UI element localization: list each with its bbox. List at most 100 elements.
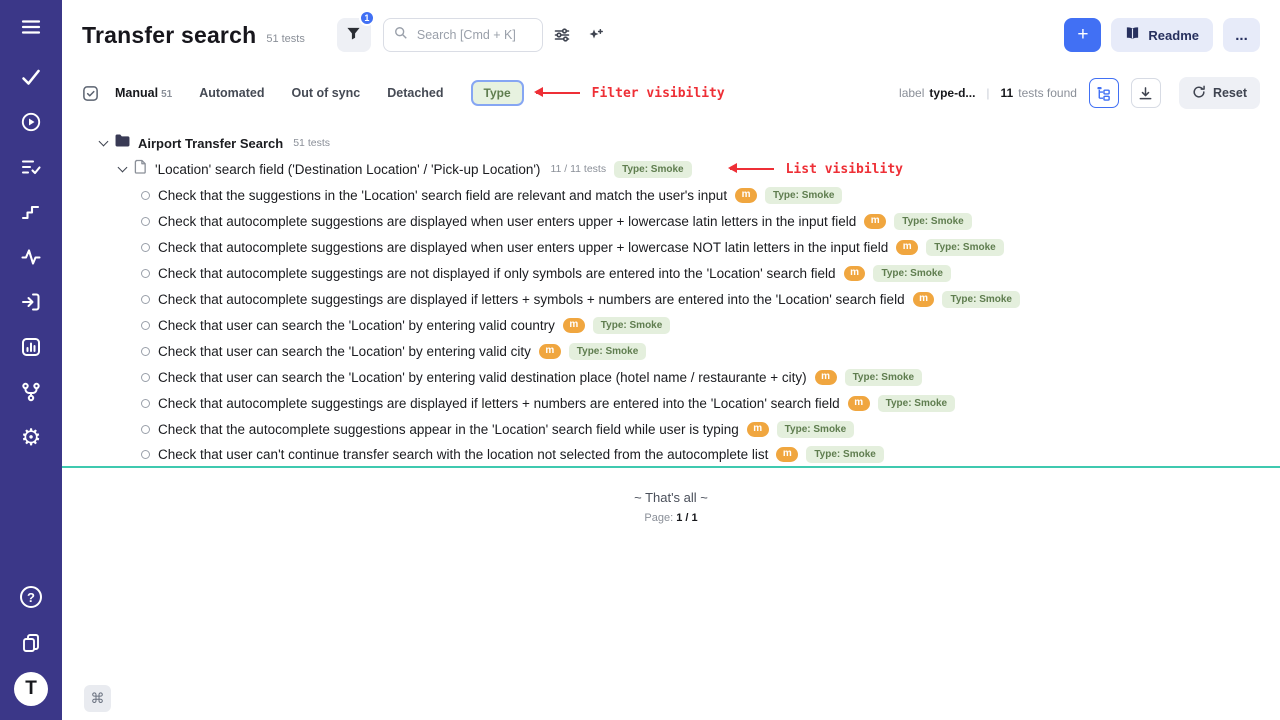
suite-row[interactable]: 'Location' search field ('Destination Lo… [62,156,1280,182]
test-row[interactable]: Check that autocomplete suggestings are … [62,390,1280,416]
test-title[interactable]: Check that the suggestions in the 'Locat… [158,187,728,203]
funnel-icon [346,26,361,44]
test-title[interactable]: Check that autocomplete suggestings are … [158,265,836,281]
test-row[interactable]: Check that user can search the 'Location… [62,364,1280,390]
folder-icon [115,134,130,152]
create-test-button[interactable]: + [1064,18,1102,52]
filter-visibility-annotation: Filter visibility [533,85,725,101]
download-icon[interactable] [1130,78,1161,108]
red-left-arrow-icon [533,88,580,97]
search-input[interactable] [414,27,532,43]
test-row[interactable]: Check that autocomplete suggestings are … [62,260,1280,286]
manual-badge: m [864,213,887,229]
activity-icon[interactable] [14,240,48,274]
test-title[interactable]: Check that user can't continue transfer … [158,446,769,462]
reset-refresh-icon [1192,85,1206,102]
readme-button[interactable]: Readme [1111,18,1213,52]
type-smoke-chip: Type: Smoke [873,264,951,282]
test-row[interactable]: Check that user can search the 'Location… [62,338,1280,364]
view-settings-sliders-icon[interactable] [547,20,577,50]
test-title[interactable]: Check that autocomplete suggestings are … [158,395,840,411]
manual-badge: m [814,369,837,385]
type-smoke-chip: Type: Smoke [926,238,1004,256]
command-icon: ⌘ [90,690,105,706]
test-title[interactable]: Check that user can search the 'Location… [158,317,555,333]
test-plans-list-icon[interactable] [14,150,48,184]
reset-filters-button[interactable]: Reset [1178,77,1260,109]
topbar-actions: + Readme ... [1064,18,1260,52]
more-options-button[interactable]: ... [1223,18,1260,52]
ai-sparkles-icon[interactable] [581,20,611,50]
test-title[interactable]: Check that user can search the 'Location… [158,369,807,385]
test-status-icon [141,424,150,434]
test-runs-play-icon[interactable] [14,105,48,139]
label-filter-value: type-d... [929,86,976,100]
test-status-icon [141,320,150,330]
filter-count-badge: 1 [358,10,375,26]
toolbar-right: label type-d... | 11 tests found Reset [899,77,1260,109]
workspace-logo[interactable]: T [14,672,48,706]
tab-detached[interactable]: Detached [387,86,443,100]
test-row[interactable]: Check that the autocomplete suggestions … [62,416,1280,442]
folder-name[interactable]: Airport Transfer Search [138,135,284,151]
test-cases-check-icon[interactable] [14,60,48,94]
tab-manual-label: Manual [115,86,159,100]
test-title[interactable]: Check that the autocomplete suggestions … [158,421,739,437]
tab-out-of-sync[interactable]: Out of sync [291,86,360,100]
chevron-down-icon[interactable] [117,162,128,172]
docs-copy-icon[interactable] [14,626,48,660]
test-title[interactable]: Check that user can search the 'Location… [158,343,531,359]
suite-tests-ratio: 11 / 11 tests [550,163,607,175]
manual-badge: m [896,239,919,255]
test-title[interactable]: Check that autocomplete suggestions are … [158,213,857,229]
menu-icon[interactable] [14,10,48,44]
test-row[interactable]: Check that user can search the 'Location… [62,312,1280,338]
manual-badge: m [843,265,866,281]
reports-icon[interactable] [14,330,48,364]
page-title: Transfer search [82,21,257,48]
page-value: 1 / 1 [676,512,698,524]
test-title[interactable]: Check that autocomplete suggestings are … [158,291,905,307]
main-area: Transfer search 51 tests 1 [62,0,1280,720]
import-export-icon[interactable] [14,285,48,319]
type-smoke-chip: Type: Smoke [894,212,972,230]
test-row[interactable]: Check that user can't continue transfer … [62,442,1280,468]
test-title[interactable]: Check that autocomplete suggestions are … [158,239,889,255]
filter-button[interactable]: 1 [336,10,375,52]
annotation-text: List visibility [785,161,903,177]
suite-name[interactable]: 'Location' search field ('Destination Lo… [155,161,541,177]
topbar: Transfer search 51 tests 1 [62,0,1280,70]
manual-badge: m [746,421,769,437]
annotation-text: Filter visibility [591,85,725,101]
chevron-down-icon[interactable] [98,136,109,146]
folder-row[interactable]: Airport Transfer Search 51 tests [62,130,1280,156]
test-row[interactable]: Check that autocomplete suggestings are … [62,286,1280,312]
search-box[interactable] [382,18,543,52]
tree-view-toggle-icon[interactable] [1088,78,1119,108]
test-row[interactable]: Check that autocomplete suggestions are … [62,234,1280,260]
select-all-icon[interactable] [82,85,99,102]
pagination: Page: 1 / 1 [62,512,1280,524]
flaky-tests-icon[interactable] [14,195,48,229]
help-icon[interactable]: ? [14,580,48,614]
test-status-icon [141,398,150,408]
end-of-list-text: ~ That's all ~ [634,490,708,505]
tests-found-label: tests found [1018,86,1077,100]
manual-badge: m [735,187,757,203]
type-filter-chip[interactable]: Type [470,80,524,106]
tab-automated[interactable]: Automated [199,86,264,100]
keyboard-shortcuts-button[interactable]: ⌘ [84,685,111,712]
manual-badge: m [562,317,585,333]
tab-automated-label: Automated [199,86,265,100]
type-smoke-chip: Type: Smoke [764,186,843,204]
type-smoke-chip: Type: Smoke [806,445,884,463]
integrations-branch-icon[interactable] [14,375,48,409]
type-smoke-chip: Type: Smoke [776,420,855,438]
test-row[interactable]: Check that autocomplete suggestions are … [62,208,1280,234]
type-smoke-chip: Type: Smoke [614,160,692,178]
settings-gear-icon[interactable]: ⚙ [20,423,42,450]
type-smoke-chip: Type: Smoke [844,368,923,386]
test-row[interactable]: Check that the suggestions in the 'Locat… [62,182,1280,208]
